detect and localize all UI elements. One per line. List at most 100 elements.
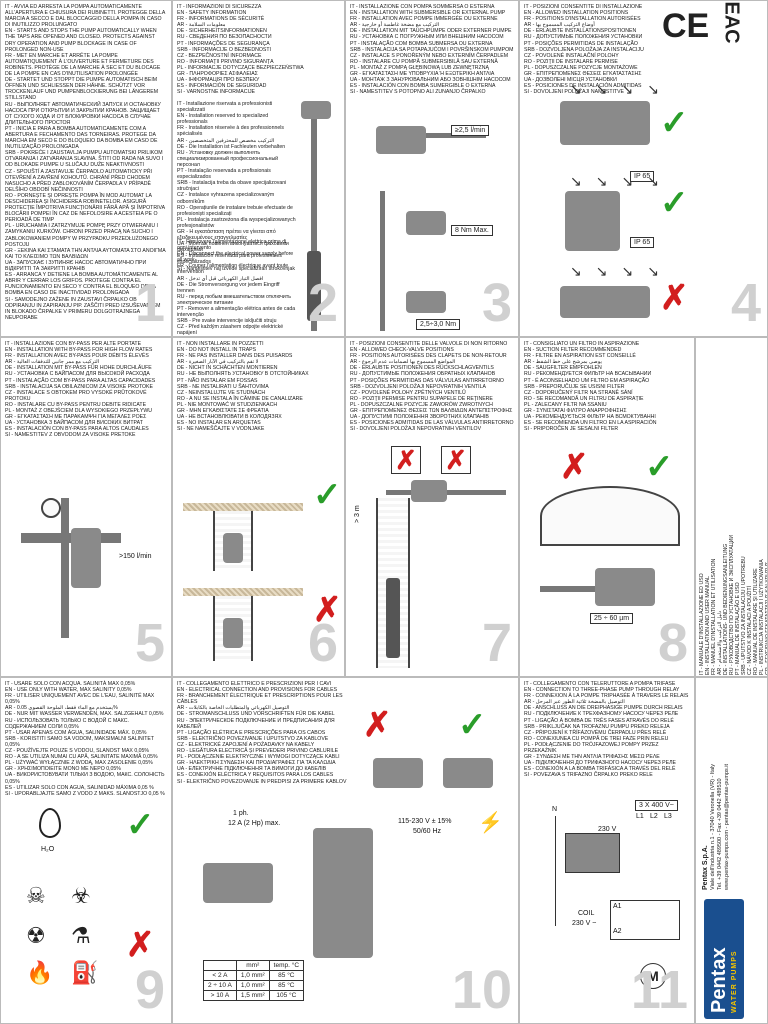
a2-label: A2	[613, 928, 622, 935]
l2-label: L2	[650, 813, 658, 820]
text-line: SI - NAMESTITEV S POTOPNO ALI ZUNANJO ČR…	[350, 89, 486, 96]
text-line: GR - ΜΗΝ ΕΓΚΑΘΙΣΤΑΤΕ ΣΕ ΦΡΕΑΤΙΑ	[177, 408, 269, 415]
text-line: DE - STROMANSCHLUSS UND VORSCHRIFTEN FÜR…	[177, 711, 335, 718]
cable-table-header: mm² temp. °C	[203, 960, 305, 971]
text-line: IT - POSIZIONI CONSENTITE DI INSTALLAZIO…	[524, 4, 643, 10]
text-line: CZ - Instalace vyhrazena specializovaným…	[177, 192, 275, 205]
check-icon: ✓	[660, 104, 689, 142]
text-line: RO - INFORMAȚII PRIVIND SIGURANȚA	[177, 58, 274, 65]
web-line: www.pentax-pumps.com - pentax@pentax-pum…	[724, 763, 730, 890]
text-line: PT - Instalação reservada a profissionai…	[177, 168, 271, 181]
text-line: EN - INSTALLATION WITH BY-PASS FOR HIGH …	[5, 347, 153, 354]
text-line: PL - MONTAŻ Z POMPĄ GŁĘBINOWĄ LUB ZEWNĘT…	[350, 64, 489, 71]
text-line: PL - DOPUSZCZALNE POZYCJE MONTAŻOWE	[524, 64, 638, 71]
text-line: FR - CONNEXION À LA POMPE TRIPHASÉE À TR…	[524, 693, 689, 700]
text-line: SI - DOVOLJENI POLOŽAJI NEPOVRATNIH VENT…	[350, 426, 482, 433]
coil-label: COIL	[578, 910, 595, 917]
panel-10: IT - COLLEGAMENTO ELETTRICO E PRESCRIZIO…	[172, 677, 519, 1024]
company-address: Pentax S.p.A. Viale dell'Industria n.1 -…	[702, 690, 731, 890]
text-line: UA - РЕКОМЕНДУЄТЬСЯ ФІЛЬТР НА ВСМОКТУВАН…	[524, 414, 656, 421]
text-line: RU - ИСПОЛЬЗОВАТЬ ТОЛЬКО С ВОДОЙ С МАКС.…	[5, 717, 129, 730]
text-line: RO - A NU SE INSTALA ÎN CĂMINE DE CANALI…	[177, 395, 303, 402]
table-cell: 1,5 mm²	[235, 990, 270, 1001]
water-drop-icon	[39, 808, 61, 838]
text-line: EN - ALLOWED CHECK-VALVE POSITIONS	[350, 347, 454, 354]
text-line: FR - INSTALLATION AVEC BY-PASS POUR DÉBI…	[5, 353, 149, 360]
radioactive-icon: ☢	[26, 923, 46, 948]
text-line: RU - СВЕДЕНИЯ ПО БЕЗОПАСНОСТИ	[177, 34, 272, 41]
text-line: DE - NUR MIT WASSER VERWENDEN, MAX. SALZ…	[5, 711, 164, 718]
text-line: SI - Namestitev naj izvede specializiran…	[177, 265, 295, 272]
table-cell: 85 °C	[268, 970, 305, 981]
company-name: Pentax S.p.A.	[702, 845, 709, 890]
text-line: UA - ЗАПУСКАЄ І ЗУПИНЯЄ НАСОС АВТОМАТИЧН…	[5, 259, 147, 273]
text-line: FR - NE PAS INSTALLER DANS DES PUISARDS	[177, 353, 293, 360]
text-line: FR - FILTRE EN ASPIRATION EST CONSEILLÉ	[524, 353, 636, 360]
text-line: SRB - POKREĆE I ZAUSTAVLJA PUMPU AUTOMAT…	[5, 150, 164, 169]
drops-row-1: ↘↘↘↘	[570, 81, 673, 97]
cross-icon: ✗	[363, 706, 392, 744]
text-line: IT - INFORMAZIONI DI SICUREZZA	[177, 4, 262, 10]
brand-name: Pentax	[708, 947, 730, 1013]
text-line: IT - COLLEGAMENTO CON TELERUTTORE A POMP…	[524, 681, 676, 687]
text-line: PL - ZALECANY FILTR NA SSANIU	[524, 401, 607, 408]
device-top	[560, 101, 650, 145]
l3-label: L3	[664, 813, 672, 820]
text-line: DE - ANSCHLUSS AN DIE DREIPHASIGE PUMPE …	[524, 705, 683, 712]
text-line: CZ - SPOUŠTÍ A ZASTAVUJE ČERPADLO AUTOMA…	[5, 168, 153, 193]
text-line: GR - ΗΛΕΚΤΡΙΚΗ ΣΥΝΔΕΣΗ ΚΑΙ ΠΡΟΔΙΑΓΡΑΦΕΣ …	[177, 760, 336, 767]
text-line: CZ - DOPORUČENÝ FILTR NA STRANĚ SÁNÍ	[524, 389, 633, 396]
table-cell: < 2 A	[203, 970, 237, 981]
text-line: CZ - POUŽÍVEJTE POUZE S VODOU, SLANOST M…	[5, 748, 150, 755]
filter-detail	[540, 486, 680, 546]
ground-bottom	[183, 588, 303, 596]
text-line: IT - NON INSTALLARE IN POZZETTI	[177, 341, 264, 347]
text-line: EN - INSTALLATION WITH SUBMERSIBLE OR EX…	[350, 10, 506, 17]
text-line: AR - يوصى بمرشح على خط الشفط	[524, 359, 602, 366]
panel-7-text: IT - POSIZIONI CONSENTITE DELLE VALVOLE …	[346, 338, 518, 435]
cross-icon: ✗	[126, 926, 155, 964]
submersible-pump	[307, 251, 321, 321]
cross-icon: ✗	[441, 446, 471, 474]
text-line: PT - INFORMAÇÕES DE SEGURANÇA	[177, 40, 270, 47]
text-line: RU - Установку должен выполнять специали…	[177, 149, 279, 168]
drops-row-2: ↘↘↘↘	[570, 173, 673, 189]
flow-label: ≥2,5 l/min	[451, 125, 490, 136]
panel-number: 7	[481, 613, 512, 673]
text-line: RO - POZIȚII DE INSTALARE PERMISE	[524, 58, 618, 65]
text-line: UA - ДОПУСТИМІ ПОЛОЖЕННЯ ЗВОРОТНИХ КЛАПА…	[350, 414, 489, 421]
table-cell: 2 ÷ 10 A	[203, 980, 237, 991]
text-line: RU - УСТАНОВКА С БАЙПАСОМ ДЛЯ ВЫСОКОЙ РА…	[5, 371, 150, 378]
text-line: SRB - Pre svake intervencije isključiti …	[177, 318, 277, 325]
torque-range-label: 2,5÷3,0 Nm	[416, 319, 461, 330]
table-cell: 85 °C	[268, 980, 305, 991]
text-line: SI - PRIPOROČEN JE SESALNI FILTER	[524, 426, 619, 433]
cable-table: mm² temp. °C < 2 A 1,0 mm² 85 °C 2 ÷ 10 …	[203, 960, 305, 1001]
panel-3: IT - INSTALLAZIONE CON POMPA SOMMERSA O …	[345, 0, 519, 337]
text-line: GR - ΧΡΗΣΙΜΟΠΟΙΕΙΤΕ ΜΟΝΟ ΜΕ ΝΕΡΟ 0,05%	[5, 766, 121, 773]
text-line: CZ - INSTALACE S PONOŘENÝM NEBO EXTERNÍM…	[350, 52, 509, 59]
text-line: CZ - BEZPEČNOSTNÍ INFORMACE	[177, 52, 262, 59]
text-line: RU - перед любым вмешательством отключит…	[177, 293, 291, 306]
surface-pump	[595, 568, 655, 606]
ip-rating: IP 65	[630, 171, 655, 182]
cross-icon: ✗	[313, 591, 342, 629]
text-line: FR - UTILISER UNIQUEMENT AVEC DE L'EAU, …	[5, 693, 155, 706]
text-line: RU - ДОПУСТИМЫЕ ПОЛОЖЕНИЯ УСТАНОВКИ	[524, 34, 643, 41]
eac-mark: EAC	[720, 1, 743, 44]
text-line: GR - ΣΥΝΔΕΣΗ ΜΕ ΤΗΝ ΑΝΤΛΙΑ ΤΡΙΦΑΣΗΣ ΜΕΣΩ…	[524, 754, 660, 761]
torque-label: 8 Nm Max.	[451, 225, 493, 236]
text-line: RU - НЕ ВЫПОЛНЯТЬ УСТАНОВКУ В ОТСТОЙНИКА…	[177, 371, 309, 378]
text-line: FR - MET EN MARCHE ET ARRÊTE LA POMPE AU…	[5, 52, 161, 78]
table-header	[203, 960, 237, 971]
text-line: EN - SAFETY INFORMATION	[177, 10, 247, 17]
ground-top	[183, 503, 303, 511]
wire	[555, 816, 556, 926]
text-line: AR - لا تقم بالتركيب في الآبار الصغيرة	[177, 359, 259, 366]
text-line: PL - PODŁĄCZENIE DO TRÓJFAZOWEJ POMPY PR…	[524, 741, 659, 755]
cross-icon: ✗	[391, 446, 421, 474]
text-line: CZ - POVOLENÉ POLOHY ZPĚTNÝCH VENTILŮ	[350, 389, 466, 396]
